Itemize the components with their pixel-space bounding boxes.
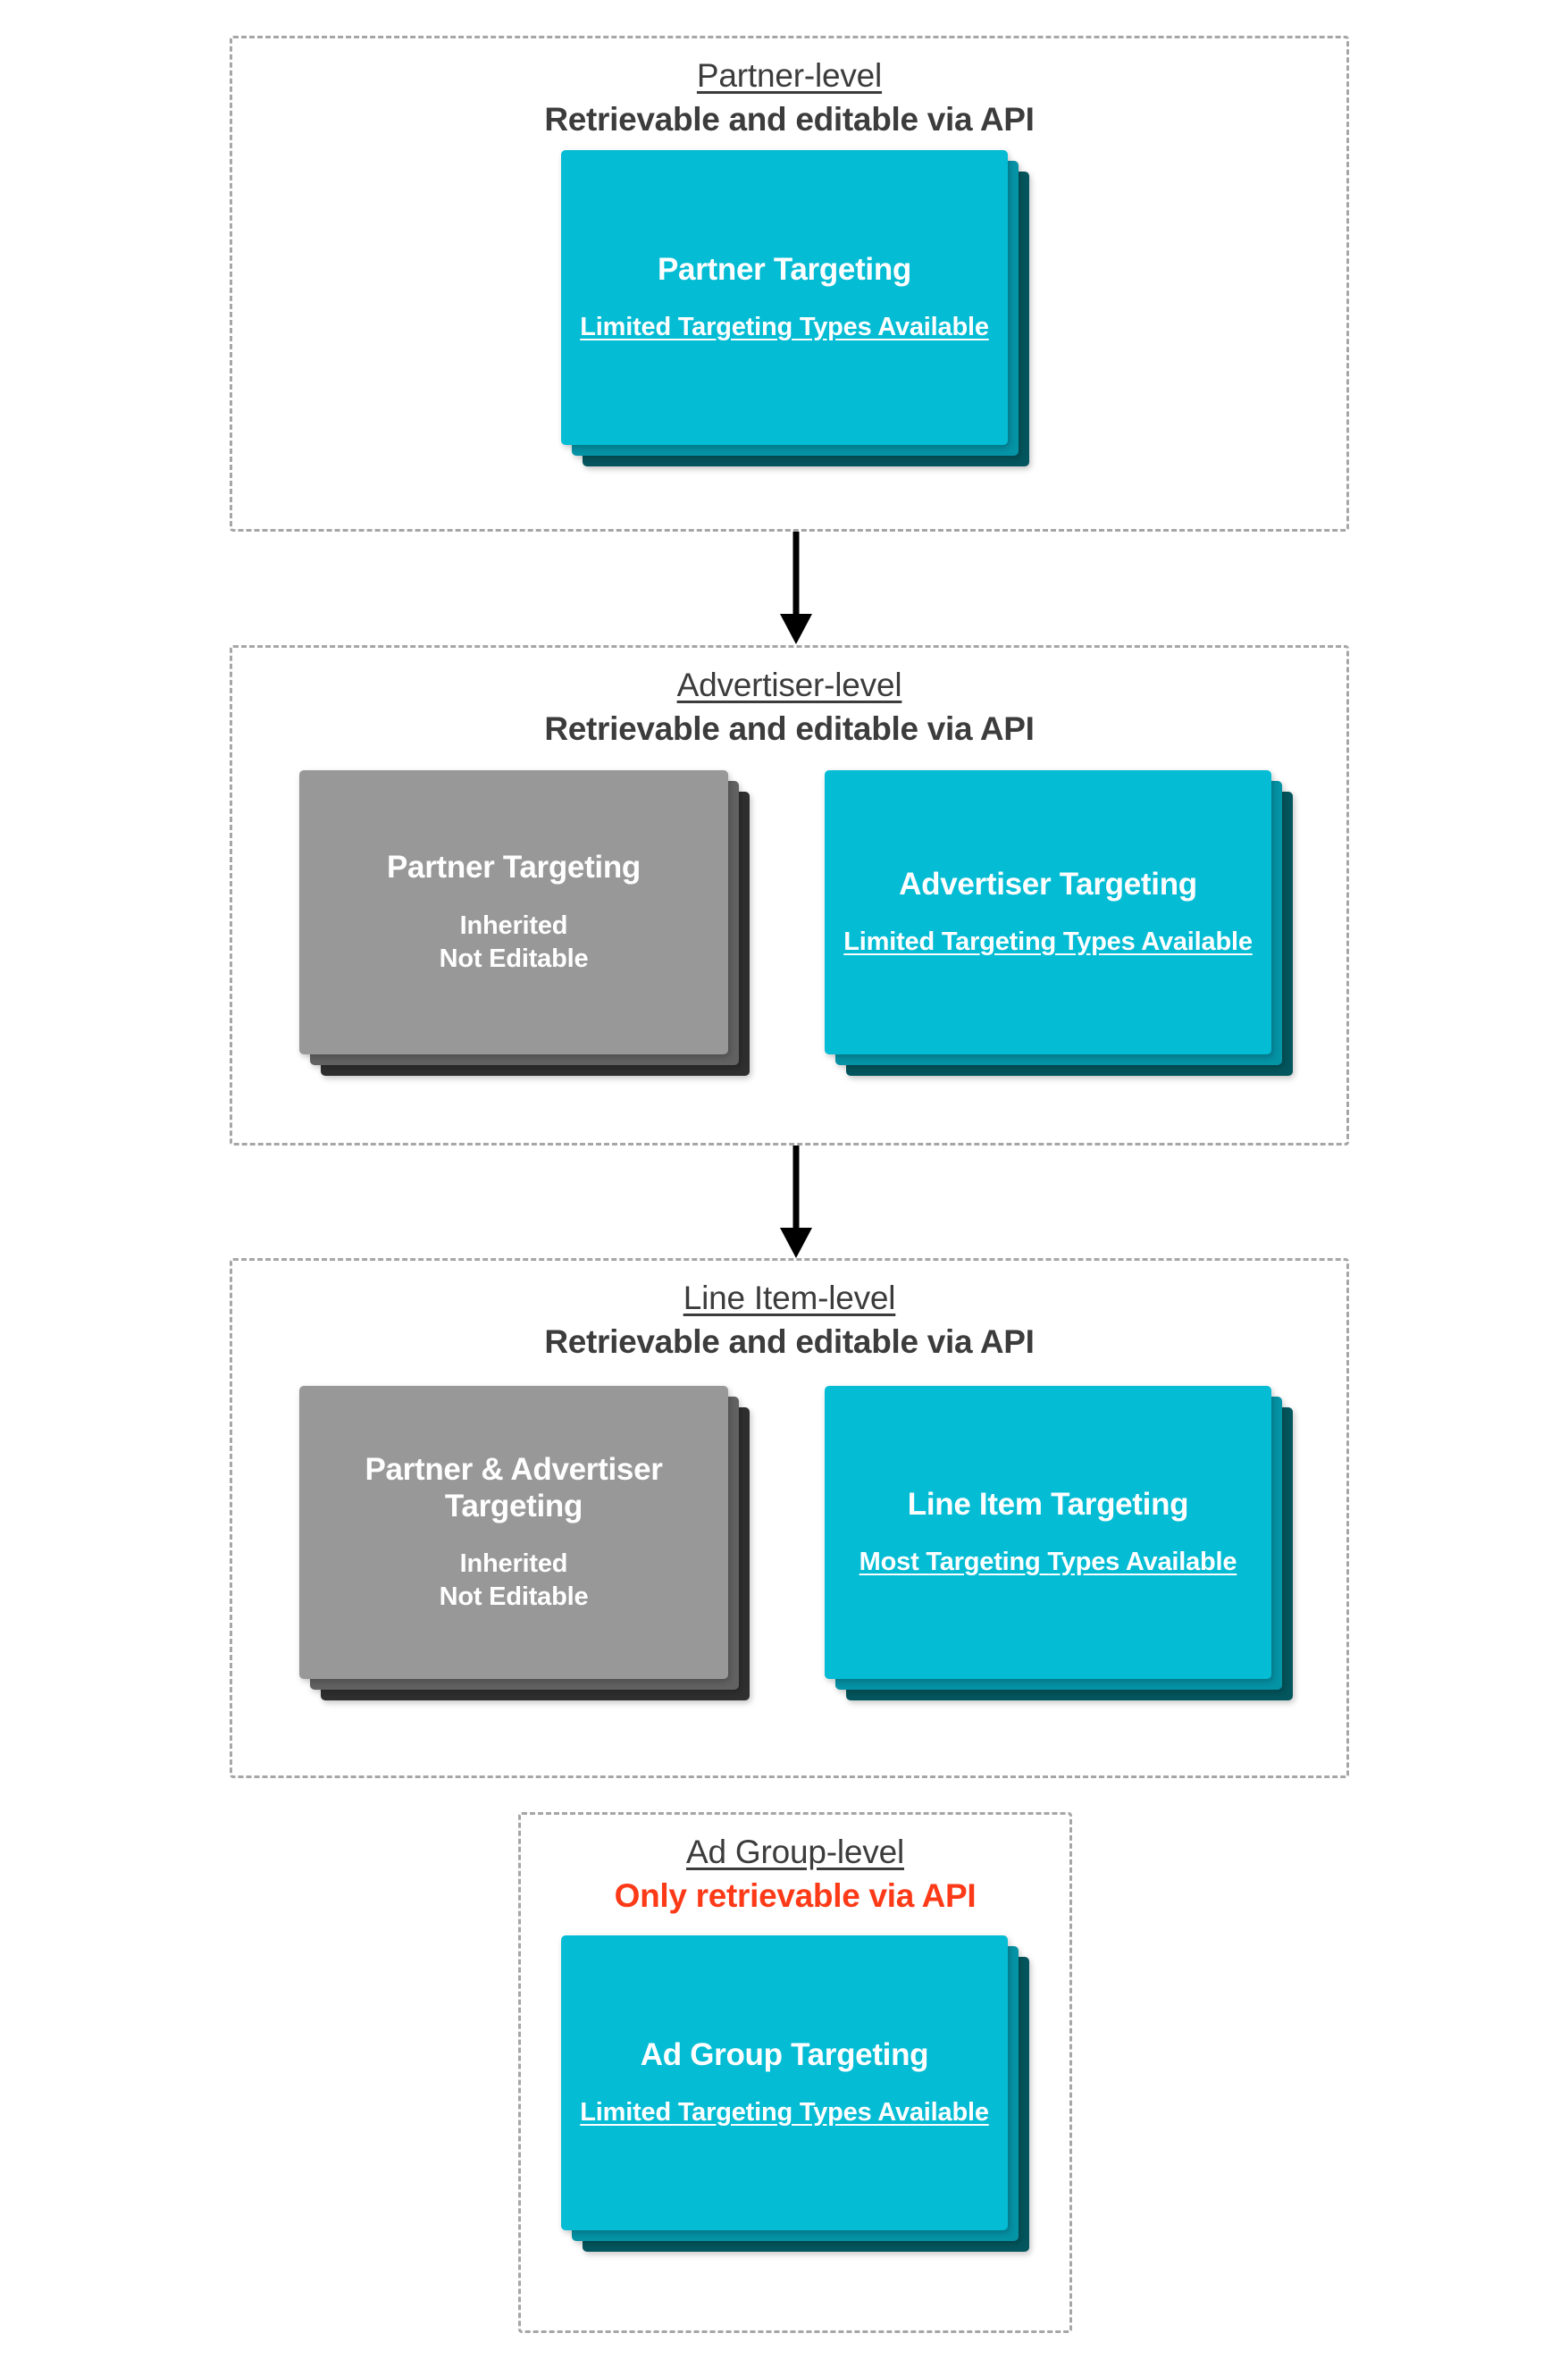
panel-ad-group-level: Ad Group-level Only retrievable via API … [518, 1812, 1072, 2333]
card-stack-line-item-targeting: Line Item Targeting Most Targeting Types… [825, 1386, 1298, 1721]
card-title: Advertiser Targeting [899, 866, 1197, 902]
card-stack-partner-targeting-inherited: Partner Targeting Inherited Not Editable [299, 770, 750, 1096]
card-stack-advertiser-targeting: Advertiser Targeting Limited Targeting T… [825, 770, 1298, 1096]
panel-advertiser-level-subtitle: Retrievable and editable via API [544, 710, 1035, 748]
card-title: Line Item Targeting [907, 1486, 1189, 1522]
panel-advertiser-level-header: Advertiser-level Retrievable and editabl… [232, 666, 1346, 751]
arrow-partner-to-advertiser [780, 532, 812, 644]
card-partner-targeting-inherited[interactable]: Partner Targeting Inherited Not Editable [299, 770, 728, 1054]
card-stack-partner-targeting: Partner Targeting Limited Targeting Type… [561, 150, 1029, 467]
panel-partner-level-subtitle: Retrievable and editable via API [544, 101, 1035, 138]
card-line-item-targeting[interactable]: Line Item Targeting Most Targeting Types… [825, 1386, 1271, 1679]
card-note: Limited Targeting Types Available [843, 927, 1253, 957]
card-ad-group-targeting[interactable]: Ad Group Targeting Limited Targeting Typ… [561, 1935, 1008, 2230]
panel-line-item-level: Line Item-level Retrievable and editable… [230, 1258, 1349, 1778]
card-advertiser-targeting[interactable]: Advertiser Targeting Limited Targeting T… [825, 770, 1271, 1054]
panel-partner-level-title: Partner-level [696, 57, 883, 94]
panel-partner-level-header: Partner-level Retrievable and editable v… [232, 56, 1346, 141]
panel-ad-group-level-subtitle: Only retrievable via API [614, 1877, 977, 1915]
card-note: Limited Targeting Types Available [580, 313, 989, 342]
panel-advertiser-level-title: Advertiser-level [676, 667, 902, 703]
panel-line-item-level-title: Line Item-level [683, 1280, 896, 1316]
card-title: Ad Group Targeting [640, 2036, 929, 2072]
card-note: Limited Targeting Types Available [580, 2098, 989, 2128]
panel-partner-level: Partner-level Retrievable and editable v… [230, 36, 1349, 532]
card-partner-advertiser-targeting-inherited[interactable]: Partner & Advertiser Targeting Inherited… [299, 1386, 728, 1679]
card-stack-ad-group-targeting: Ad Group Targeting Limited Targeting Typ… [561, 1935, 1035, 2270]
card-title: Partner Targeting [657, 251, 912, 287]
arrow-advertiser-to-line-item [780, 1146, 812, 1258]
panel-ad-group-level-header: Ad Group-level Only retrievable via API [521, 1833, 1069, 1918]
card-partner-targeting[interactable]: Partner Targeting Limited Targeting Type… [561, 150, 1008, 445]
panel-advertiser-level: Advertiser-level Retrievable and editabl… [230, 645, 1349, 1146]
card-note: Inherited Not Editable [439, 1549, 589, 1612]
card-note: Most Targeting Types Available [859, 1548, 1237, 1577]
panel-ad-group-level-title: Ad Group-level [686, 1834, 904, 1870]
card-stack-partner-advertiser-targeting-inherited: Partner & Advertiser Targeting Inherited… [299, 1386, 750, 1721]
card-note: Inherited Not Editable [439, 911, 589, 973]
card-title: Partner Targeting [386, 850, 641, 886]
panel-line-item-level-header: Line Item-level Retrievable and editable… [232, 1279, 1346, 1364]
card-title: Partner & Advertiser Targeting [365, 1451, 663, 1523]
panel-line-item-level-subtitle: Retrievable and editable via API [544, 1323, 1035, 1361]
